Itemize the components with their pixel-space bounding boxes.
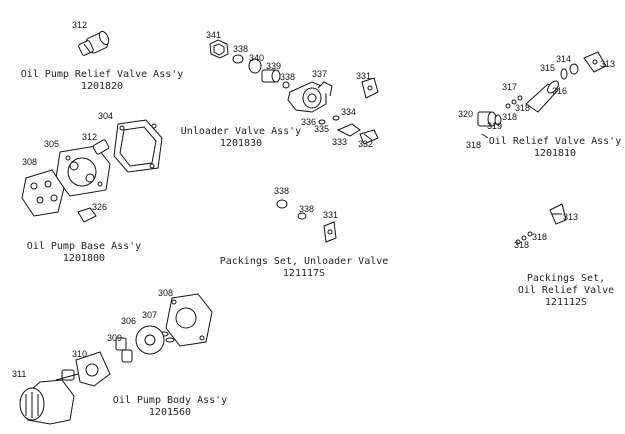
part-number: 338: [233, 44, 249, 54]
oil-pump-body-parts: [19, 293, 213, 425]
caption-oil-relief-valve: Oil Relief Valve Ass'y 1201810: [489, 136, 621, 160]
part-number: 313: [600, 59, 616, 69]
part-number: 341: [206, 30, 222, 40]
part-number: 333: [332, 137, 348, 147]
part-number: 311: [12, 369, 27, 379]
caption-title: Packings Set,: [526, 273, 606, 284]
part-number: 308: [22, 157, 38, 167]
part-number: 336: [301, 117, 317, 127]
part-number: 317: [502, 82, 518, 92]
caption-oil-pump-body: Oil Pump Body Ass'y 1201560: [113, 395, 227, 419]
part-number: 318: [514, 240, 530, 250]
part-number: 338: [280, 72, 296, 82]
caption-title: Unloader Valve Ass'y: [180, 126, 302, 137]
caption-title: Oil Relief Valve Ass'y: [488, 136, 622, 147]
part-number: 315: [540, 63, 556, 73]
caption-part-no: 1201560: [148, 407, 192, 418]
part-number: 318: [502, 112, 518, 122]
part-number: 335: [314, 124, 330, 134]
packings-set-relief-parts: [515, 203, 567, 245]
caption-part-no: 1201820: [80, 81, 124, 92]
caption-part-no: 121112S: [544, 297, 588, 308]
part-number: 306: [121, 316, 137, 326]
part-number: 331: [356, 71, 372, 81]
part-number: 339: [266, 61, 282, 71]
part-number: 319: [487, 121, 503, 131]
part-number: 337: [312, 69, 328, 79]
relief-valve-312-top: [78, 30, 110, 56]
part-number: 318: [532, 232, 548, 242]
caption-part-no: 1201800: [62, 253, 106, 264]
part-number: 332: [358, 139, 374, 149]
caption-title: Oil Pump Base Ass'y: [26, 241, 142, 252]
part-number: 310: [72, 349, 88, 359]
caption-title: Oil Pump Relief Valve Ass'y: [20, 69, 184, 80]
caption-oil-pump-base: Oil Pump Base Ass'y 1201800: [27, 241, 141, 265]
caption-part-no: 1201830: [219, 138, 263, 149]
unloader-valve-parts: [209, 39, 379, 145]
caption-unloader-valve: Unloader Valve Ass'y 1201830: [181, 126, 301, 150]
part-number: 340: [249, 53, 265, 63]
caption-title: Oil Pump Body Ass'y: [112, 395, 228, 406]
part-number: 314: [556, 54, 572, 64]
part-number: 308: [158, 288, 174, 298]
part-number: 304: [98, 111, 114, 121]
part-number: 312: [82, 132, 98, 142]
part-number: 338: [274, 186, 290, 196]
part-number: 305: [44, 139, 60, 149]
part-number: 326: [92, 202, 108, 212]
oil-relief-valve-parts: [477, 51, 607, 139]
part-number: 316: [552, 86, 568, 96]
part-number: 334: [341, 107, 357, 117]
caption-oil-pump-relief-valve: Oil Pump Relief Valve Ass'y 1201820: [21, 69, 184, 93]
part-number: 338: [299, 204, 315, 214]
part-number: 320: [458, 109, 474, 119]
caption-subtitle: Oil Relief Valve: [517, 285, 615, 296]
caption-part-no: 121117S: [282, 268, 326, 279]
caption-packings-set-relief: Packings Set, Oil Relief Valve 121112S: [518, 273, 614, 309]
part-number: 318: [515, 103, 531, 113]
part-number: 331: [323, 210, 339, 220]
part-number: 307: [142, 310, 158, 320]
oil-pump-base-parts: [21, 119, 163, 223]
part-number: 318: [466, 140, 482, 150]
caption-part-no: 1201810: [533, 148, 577, 159]
caption-packings-set-unloader: Packings Set, Unloader Valve 121117S: [220, 256, 389, 280]
packings-set-unloader-parts: [276, 199, 337, 243]
caption-title: Packings Set, Unloader Valve: [219, 256, 389, 267]
part-number: 312: [72, 20, 88, 30]
part-number: 309: [107, 333, 123, 343]
part-number: 313: [563, 212, 579, 222]
